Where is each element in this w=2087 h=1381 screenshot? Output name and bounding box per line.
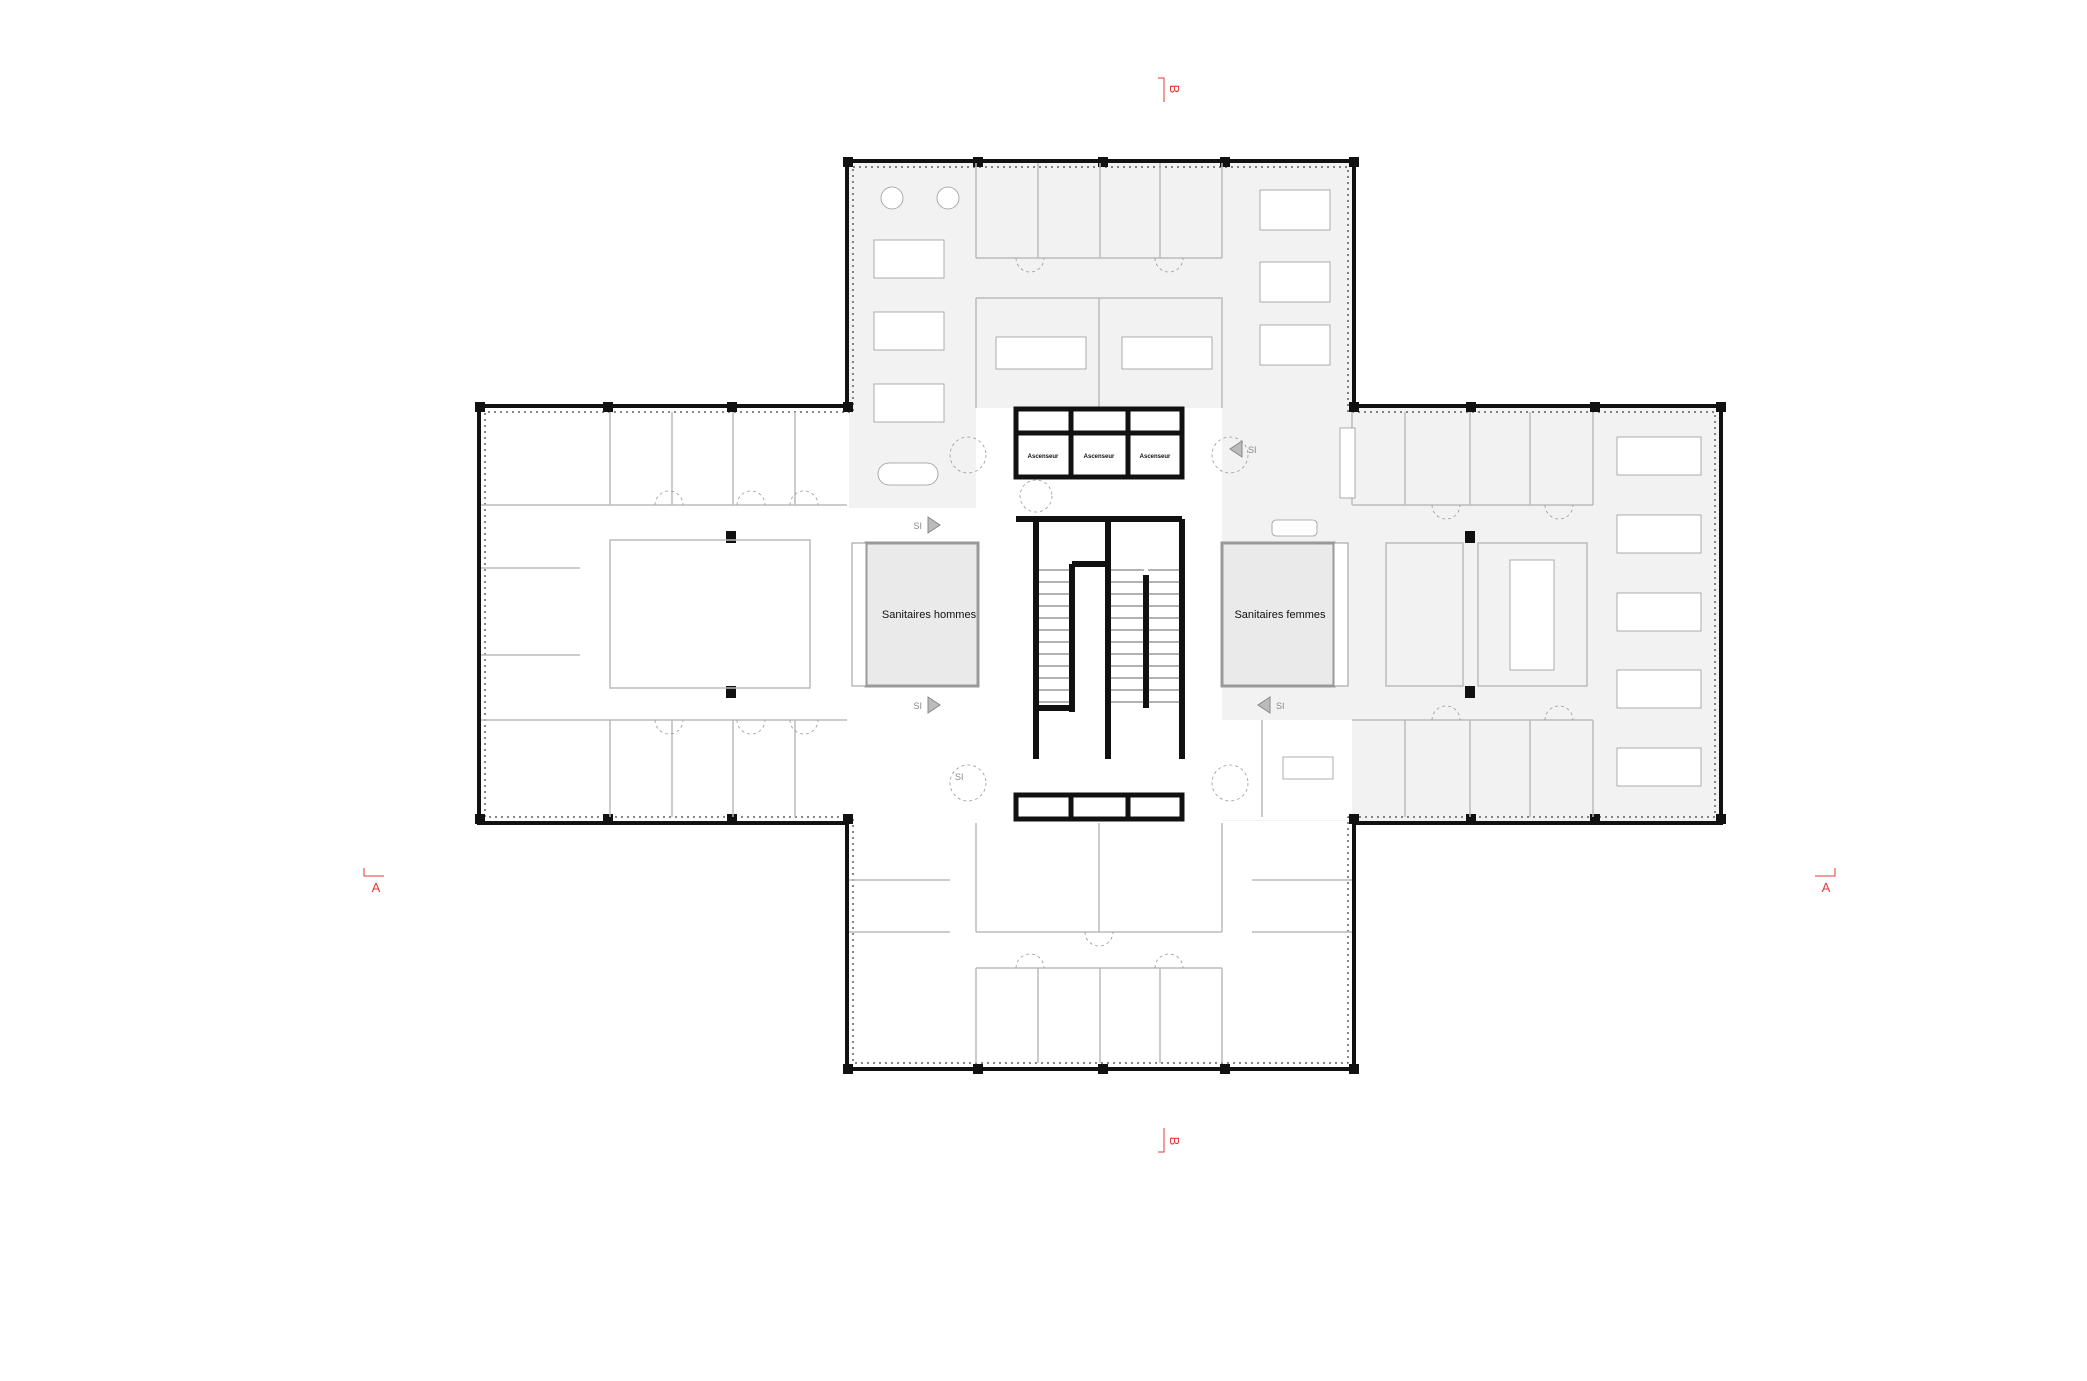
exit-sign-3: SI	[1248, 445, 1257, 455]
exit-signs: SI SI SI SI SI	[913, 440, 1285, 782]
door-swings	[654, 257, 1574, 969]
section-marks	[363, 77, 1836, 1153]
structural-columns	[475, 157, 1726, 1074]
furniture	[873, 186, 1702, 787]
core	[1013, 406, 1185, 822]
elevator-label-3: Ascenseur	[1140, 454, 1171, 460]
exit-sign-2: SI	[913, 701, 922, 711]
stair	[1016, 516, 1185, 759]
section-a-right: A	[1822, 880, 1831, 895]
restroom-women	[1220, 541, 1349, 688]
partitions	[481, 163, 1594, 1063]
section-a-left: A	[372, 880, 381, 895]
exit-sign-5: SI	[955, 772, 964, 782]
elevator-label-1: Ascenseur	[1028, 454, 1059, 460]
exit-sign-4: SI	[1276, 701, 1285, 711]
elevator-label-2: Ascenseur	[1084, 454, 1115, 460]
exit-sign-1: SI	[913, 521, 922, 531]
restroom-men-label: Sanitaires hommes	[882, 609, 977, 621]
restroom-men	[851, 541, 980, 688]
restroom-women-label: Sanitaires femmes	[1234, 609, 1326, 621]
section-b-top: B	[1167, 85, 1182, 94]
section-b-bottom: B	[1167, 1137, 1182, 1146]
